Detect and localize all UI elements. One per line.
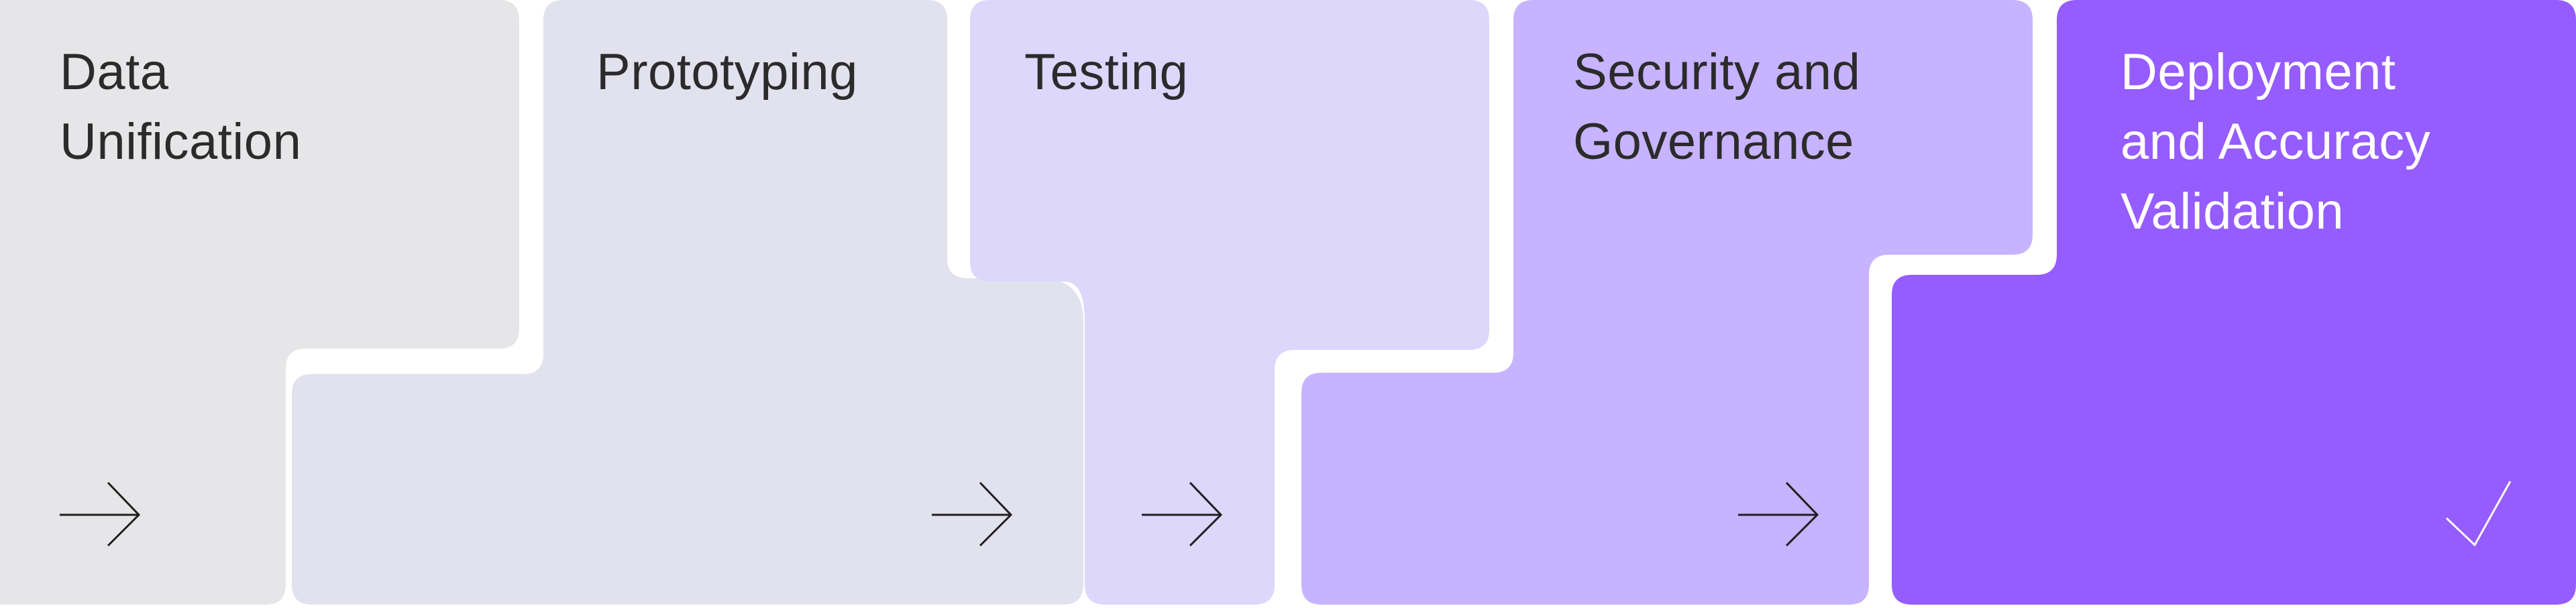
step-5-block — [1892, 0, 2576, 605]
step-2-block — [292, 0, 1083, 605]
step-3-block — [970, 0, 1489, 605]
arrow-right-icon — [932, 481, 1013, 547]
arrow-right-icon — [60, 481, 141, 547]
step-1-block — [0, 0, 519, 605]
arrow-right-icon — [1142, 481, 1223, 547]
check-icon — [2445, 481, 2512, 547]
arrow-right-icon — [1738, 481, 1819, 547]
step-1-label: Data Unification — [60, 44, 302, 170]
step-4-block — [1301, 0, 2033, 605]
step-5-label: Deployment and Accuracy Validation — [2121, 44, 2431, 240]
step-2-label: Prototyping — [596, 44, 858, 101]
step-4-label: Security and Governance — [1573, 44, 1861, 170]
step-3-label: Testing — [1024, 44, 1189, 101]
